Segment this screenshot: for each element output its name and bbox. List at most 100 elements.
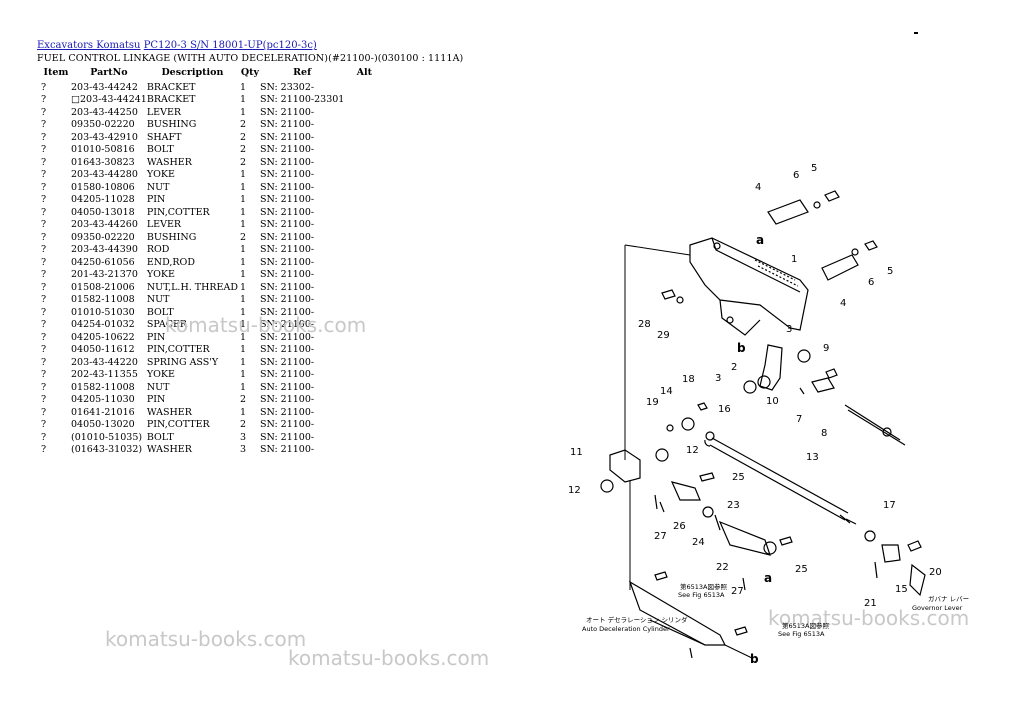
row-partno: 203-43-44280 xyxy=(71,169,138,181)
row-partno: 01580-10806 xyxy=(71,181,135,193)
row-qty: 1 xyxy=(239,281,247,293)
row-qty: 1 xyxy=(239,381,247,393)
row-alt xyxy=(344,219,384,232)
row-ref: SN: 21100- xyxy=(259,219,315,231)
row-partno: 04050-13020 xyxy=(71,419,135,431)
row-item: ? xyxy=(41,256,47,268)
callout-label: 17 xyxy=(883,500,896,511)
header-qty: Qty xyxy=(240,67,260,78)
row-description: PIN xyxy=(146,394,166,406)
row-qty: 1 xyxy=(239,406,247,418)
breadcrumb-link-category[interactable]: Excavators Komatsu xyxy=(37,40,141,51)
row-item: ? xyxy=(41,81,47,93)
row-partno: 04205-11030 xyxy=(71,394,135,406)
row-ref: SN: 21100- xyxy=(259,269,315,281)
row-ref: SN: 21100- xyxy=(259,244,315,256)
callout-label: 24 xyxy=(692,537,705,548)
row-qty: 3 xyxy=(239,431,247,443)
row-ref: SN: 21100- xyxy=(259,119,315,131)
row-partno: 04205-11028 xyxy=(71,194,135,206)
row-qty: 2 xyxy=(239,394,247,406)
row-description: LEVER xyxy=(146,106,182,118)
header-partno: PartNo xyxy=(90,67,128,78)
watermark-text: komatsu-books.com xyxy=(768,606,970,630)
row-ref: SN: 21100- xyxy=(259,194,315,206)
row-partno: □203-43-44241 xyxy=(71,94,147,106)
row-qty: 1 xyxy=(239,169,247,181)
callout-label: 25 xyxy=(795,564,808,575)
callout-label: 4 xyxy=(755,182,761,193)
row-ref: SN: 21100- xyxy=(259,406,315,418)
row-qty: 2 xyxy=(239,419,247,431)
row-partno: (01010-51035) xyxy=(71,431,143,443)
row-description: SPACER xyxy=(146,319,188,331)
callout-label: 2 xyxy=(731,362,737,373)
reference-letter: b xyxy=(750,652,759,666)
row-item: ? xyxy=(41,281,47,293)
row-ref: SN: 21100- xyxy=(259,344,315,356)
row-qty: 1 xyxy=(239,319,247,331)
row-qty: 1 xyxy=(239,81,247,93)
callout-label: 22 xyxy=(716,562,729,573)
row-description: BUSHING xyxy=(146,119,197,131)
row-alt xyxy=(344,394,384,407)
row-partno: 01641-21016 xyxy=(71,406,135,418)
callout-label: 6 xyxy=(793,170,799,181)
row-item: ? xyxy=(41,194,47,206)
callout-label: 10 xyxy=(766,396,779,407)
row-alt xyxy=(344,131,384,144)
row-qty: 2 xyxy=(239,119,247,131)
callout-label: 16 xyxy=(718,404,731,415)
row-description: YOKE xyxy=(146,369,175,381)
row-qty: 1 xyxy=(239,269,247,281)
header-ref: Ref xyxy=(293,67,312,78)
breadcrumb: Excavators Komatsu PC120-3 S/N 18001-UP(… xyxy=(37,40,317,51)
row-ref: SN: 21100- xyxy=(259,431,315,443)
row-item: ? xyxy=(41,244,47,256)
row-partno: 04250-61056 xyxy=(71,256,135,268)
callout-label: 1 xyxy=(791,254,797,265)
row-qty: 1 xyxy=(239,356,247,368)
reference-letter: a xyxy=(756,233,764,247)
row-qty: 1 xyxy=(239,344,247,356)
row-partno: 201-43-21370 xyxy=(71,269,138,281)
row-partno: 203-43-44242 xyxy=(71,81,138,93)
row-item: ? xyxy=(41,319,47,331)
row-partno: 203-43-44390 xyxy=(71,244,138,256)
row-description: PIN,COTTER xyxy=(146,206,210,218)
page-subtitle: FUEL CONTROL LINKAGE (WITH AUTO DECELERA… xyxy=(37,53,464,64)
row-alt xyxy=(344,431,384,444)
row-ref: SN: 21100-23301 xyxy=(259,94,345,106)
row-alt xyxy=(344,169,384,182)
row-qty: 2 xyxy=(239,144,247,156)
row-qty: 1 xyxy=(239,294,247,306)
callout-label: 21 xyxy=(864,598,877,609)
reference-letter: a xyxy=(764,571,772,585)
callout-label: 3 xyxy=(715,373,721,384)
row-alt xyxy=(344,419,384,432)
callout-label: 23 xyxy=(727,500,740,511)
row-ref: SN: 21100- xyxy=(259,381,315,393)
breadcrumb-link-model[interactable]: PC120-3 S/N 18001-UP(pc120-3c) xyxy=(143,40,317,51)
row-partno: 04050-11612 xyxy=(71,344,135,356)
row-item: ? xyxy=(41,219,47,231)
row-description: SPRING ASS'Y xyxy=(146,356,219,368)
row-qty: 3 xyxy=(239,444,247,456)
callout-label: 18 xyxy=(682,374,695,385)
row-partno: 09350-02220 xyxy=(71,231,135,243)
row-alt xyxy=(344,369,384,382)
row-description: WASHER xyxy=(146,406,192,418)
